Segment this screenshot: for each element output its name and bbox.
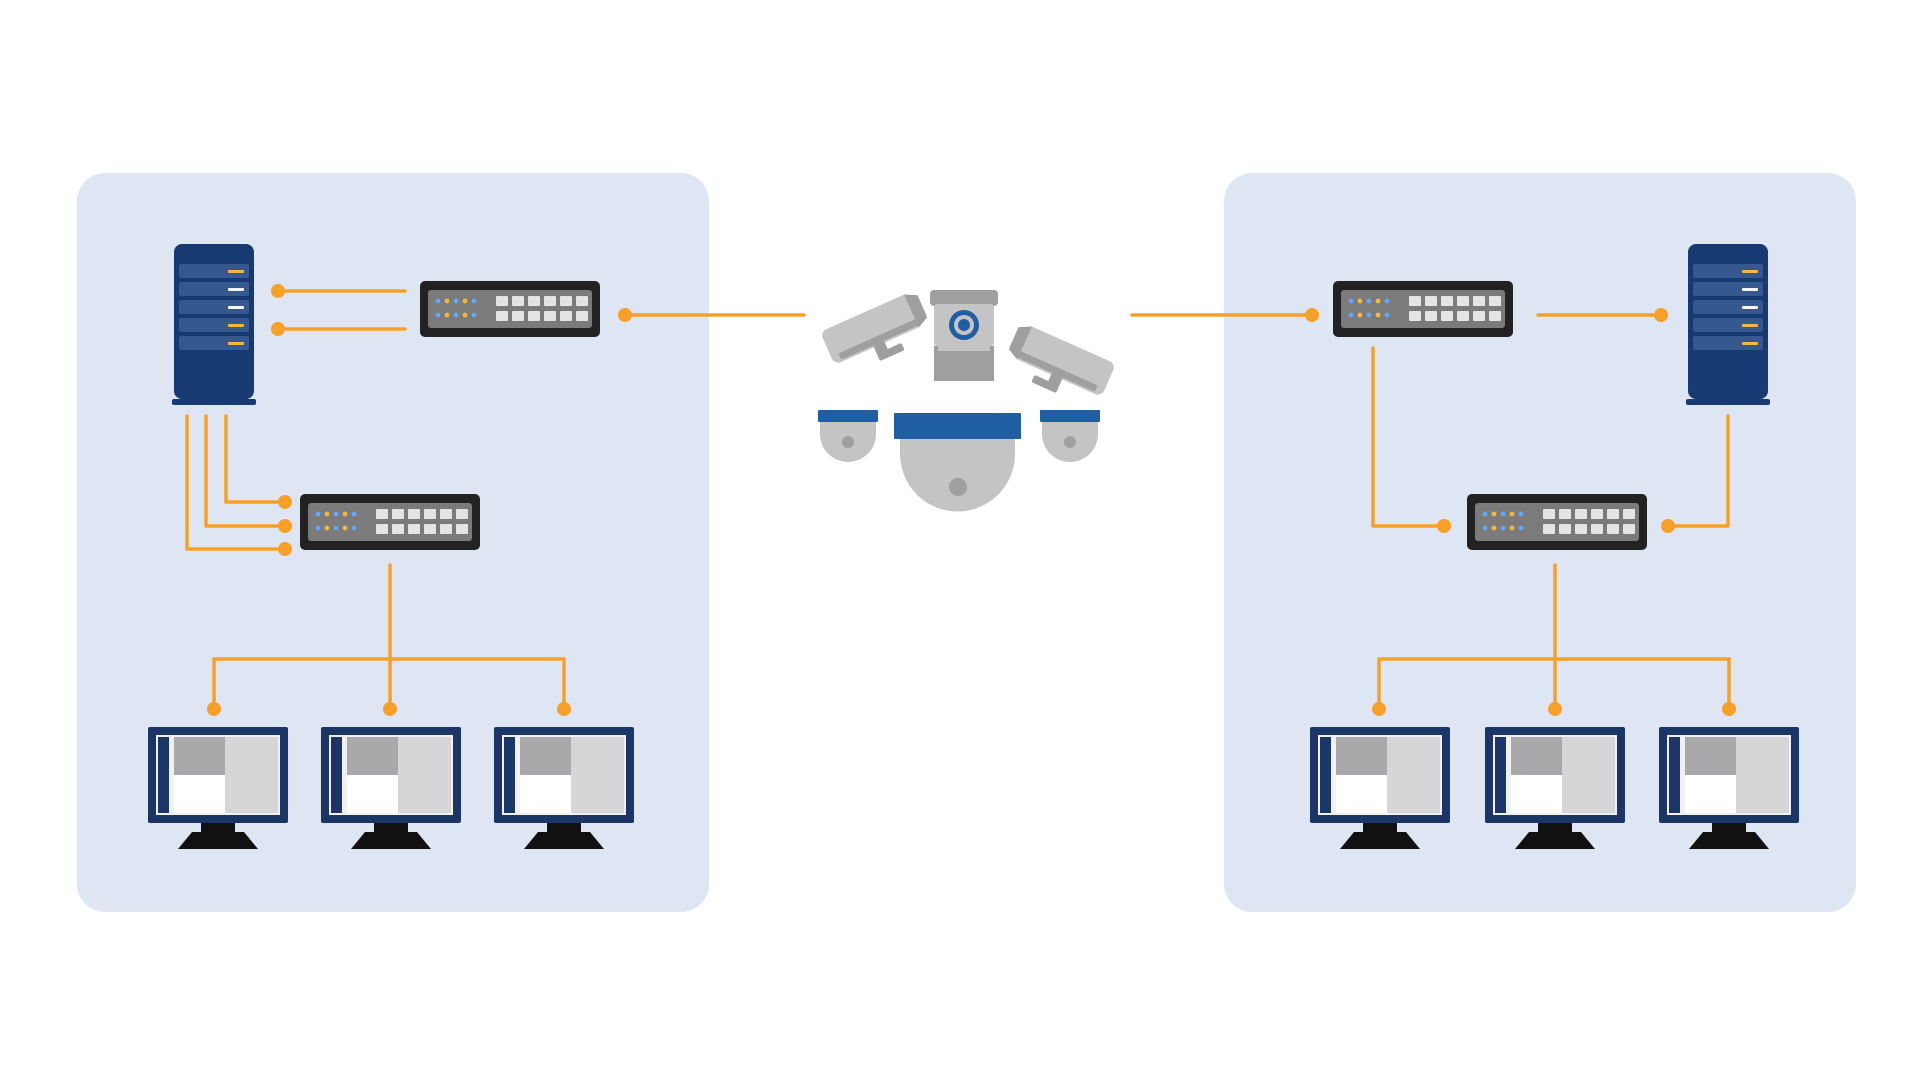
center-dome-camera-icon	[894, 413, 1021, 512]
left-server-lower-switch-link-3	[185, 414, 287, 551]
left-bullet-camera-icon	[822, 294, 928, 363]
right-port-dot-1	[1305, 308, 1319, 322]
left-port-dot-3	[618, 308, 632, 322]
monitor-icon	[1659, 727, 1799, 849]
security-camera-group-icon	[818, 290, 1114, 512]
monitor-icon	[494, 727, 634, 849]
right-server-lower-switch-link	[1666, 414, 1730, 528]
left-connections	[185, 284, 806, 716]
right-switch-lower-switch-link	[1371, 346, 1446, 528]
right-connections	[1130, 308, 1736, 716]
center-box-camera-icon	[930, 290, 998, 381]
monitor-icon	[1310, 727, 1450, 849]
right-dome-camera-icon	[1040, 410, 1100, 462]
left-server-lower-switch-link-2	[204, 414, 287, 528]
right-port-dot-5	[1372, 702, 1386, 716]
left-port-dot-4	[278, 495, 292, 509]
network-switch-icon	[1333, 281, 1513, 337]
network-switch-icon	[300, 494, 480, 550]
right-port-dot-4	[1661, 519, 1675, 533]
left-port-dot-9	[557, 702, 571, 716]
left-dome-camera-icon	[818, 410, 878, 462]
right-site	[1130, 173, 1856, 912]
monitor-icon	[1485, 727, 1625, 849]
server-tower-icon	[172, 244, 256, 405]
right-port-dot-2	[1654, 308, 1668, 322]
left-port-dot-1	[271, 284, 285, 298]
server-tower-icon	[1686, 244, 1770, 405]
right-port-dot-6	[1548, 702, 1562, 716]
left-server-lower-switch-link-1	[224, 414, 287, 504]
left-site	[77, 173, 806, 912]
left-port-dot-2	[271, 322, 285, 336]
right-bullet-camera-icon	[1008, 326, 1114, 395]
monitor-icon	[321, 727, 461, 849]
right-port-dot-7	[1722, 702, 1736, 716]
network-switch-icon	[1467, 494, 1647, 550]
network-switch-icon	[420, 281, 600, 337]
left-port-dot-6	[278, 542, 292, 556]
left-port-dot-8	[383, 702, 397, 716]
left-port-dot-7	[207, 702, 221, 716]
monitor-icon	[148, 727, 288, 849]
right-port-dot-3	[1437, 519, 1451, 533]
left-port-dot-5	[278, 519, 292, 533]
